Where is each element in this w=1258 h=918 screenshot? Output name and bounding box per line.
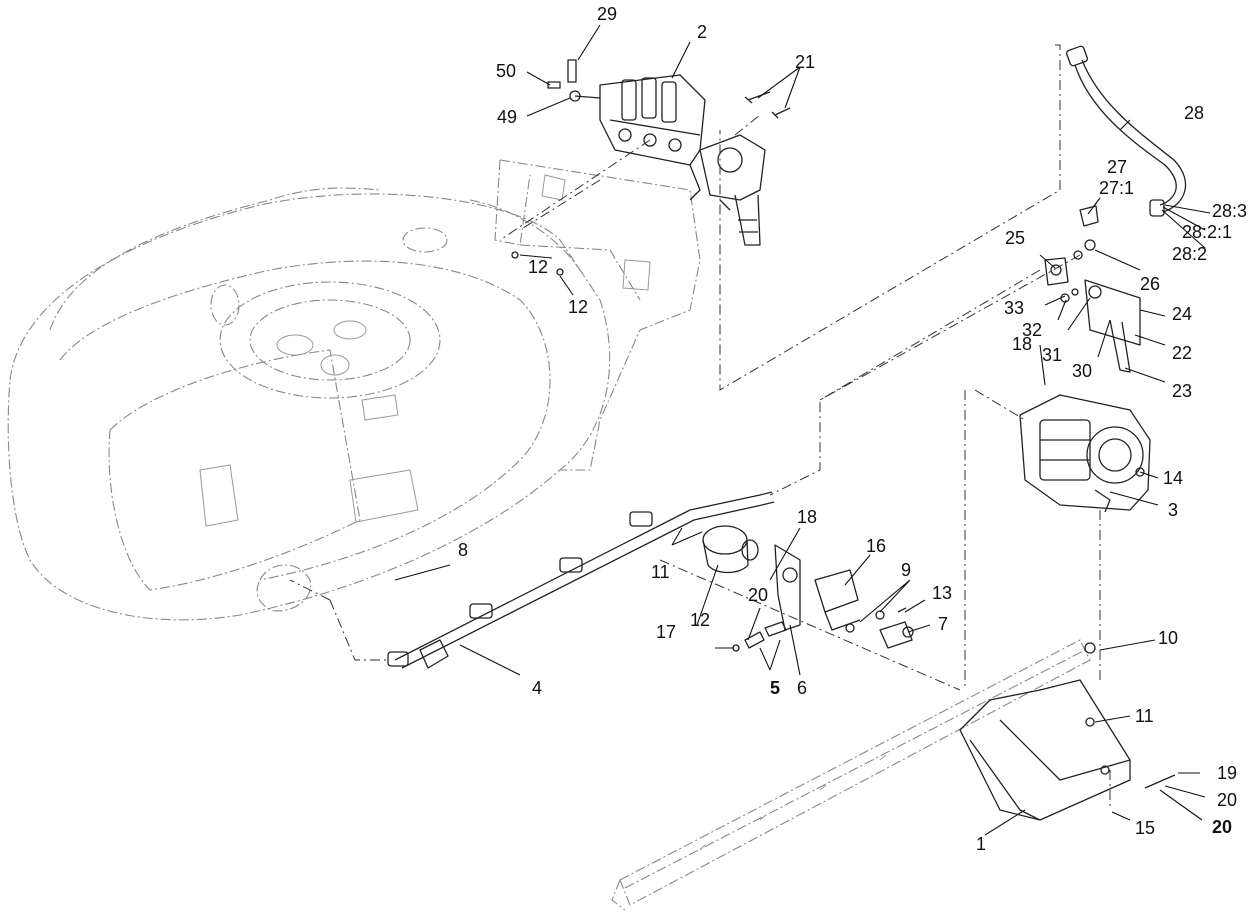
gauge-fittings (547, 59, 601, 102)
callout-50: 50 (496, 61, 516, 81)
fittings-25-27 (1044, 205, 1099, 286)
callout-11b: 11 (1135, 706, 1154, 726)
bracket-6 (774, 544, 861, 631)
callout-5: 5 (770, 678, 780, 698)
callout-3: 3 (1168, 500, 1178, 520)
callout-11a: 11 (651, 562, 670, 582)
frame-rail (611, 639, 1091, 911)
callout-labels: 1 2 3 4 5 6 7 8 9 10 11 11 12 12 12 13 1… (458, 4, 1247, 854)
pump-3 (1019, 394, 1151, 513)
bracket-22 (1060, 279, 1141, 373)
callout-17: 17 (656, 622, 676, 642)
callout-28: 28 (1184, 103, 1204, 123)
callout-16: 16 (866, 536, 886, 556)
callout-6: 6 (797, 678, 807, 698)
callout-21: 21 (795, 52, 815, 72)
callout-12b: 12 (568, 297, 588, 317)
boom-hose-4 (387, 491, 775, 669)
callout-10: 10 (1158, 628, 1178, 648)
callout-29: 29 (597, 4, 617, 24)
callout-12a: 12 (528, 257, 548, 277)
callout-18a: 18 (1012, 334, 1032, 354)
callout-20c: 20 (1212, 817, 1232, 837)
hardware-7-9-13 (845, 607, 914, 649)
leader-lines (394, 24, 1211, 836)
assembly-centerlines (289, 44, 1111, 810)
callout-49: 49 (497, 107, 517, 127)
callout-25: 25 (1005, 228, 1025, 248)
callout-33: 33 (1004, 298, 1024, 318)
screws-12-frame (511, 251, 564, 276)
callout-1: 1 (976, 834, 986, 854)
callout-31: 31 (1042, 345, 1062, 365)
skid-plate-1 (959, 642, 1176, 821)
valve-manifold (599, 74, 766, 246)
callout-2: 2 (697, 22, 707, 42)
callout-12c: 12 (690, 610, 710, 630)
callout-8: 8 (458, 540, 468, 560)
filter-17 (702, 525, 759, 574)
callout-28-3: 28:3 (1212, 201, 1247, 221)
hose-28 (1066, 45, 1187, 217)
callout-15: 15 (1135, 818, 1155, 838)
callout-19: 19 (1217, 763, 1237, 783)
callout-4: 4 (532, 678, 542, 698)
callout-28-2: 28:2 (1172, 244, 1207, 264)
callout-32: 32 (1022, 320, 1042, 340)
callout-13: 13 (932, 583, 952, 603)
valve-mount-frame (494, 159, 701, 471)
callout-28-2-1: 28:2:1 (1182, 222, 1232, 242)
callout-14: 14 (1163, 468, 1183, 488)
bolts-21 (744, 91, 791, 119)
callout-20b: 20 (1217, 790, 1237, 810)
callout-9: 9 (901, 560, 911, 580)
spray-tank (7, 187, 611, 621)
callout-24: 24 (1172, 304, 1192, 324)
callout-18b: 18 (797, 507, 817, 527)
callout-23: 23 (1172, 381, 1192, 401)
callout-30: 30 (1072, 361, 1092, 381)
callout-22: 22 (1172, 343, 1192, 363)
callout-27: 27 (1107, 157, 1127, 177)
callout-26: 26 (1140, 274, 1160, 294)
callout-27-1: 27:1 (1099, 178, 1134, 198)
callout-20a: 20 (748, 585, 768, 605)
callout-7: 7 (938, 614, 948, 634)
